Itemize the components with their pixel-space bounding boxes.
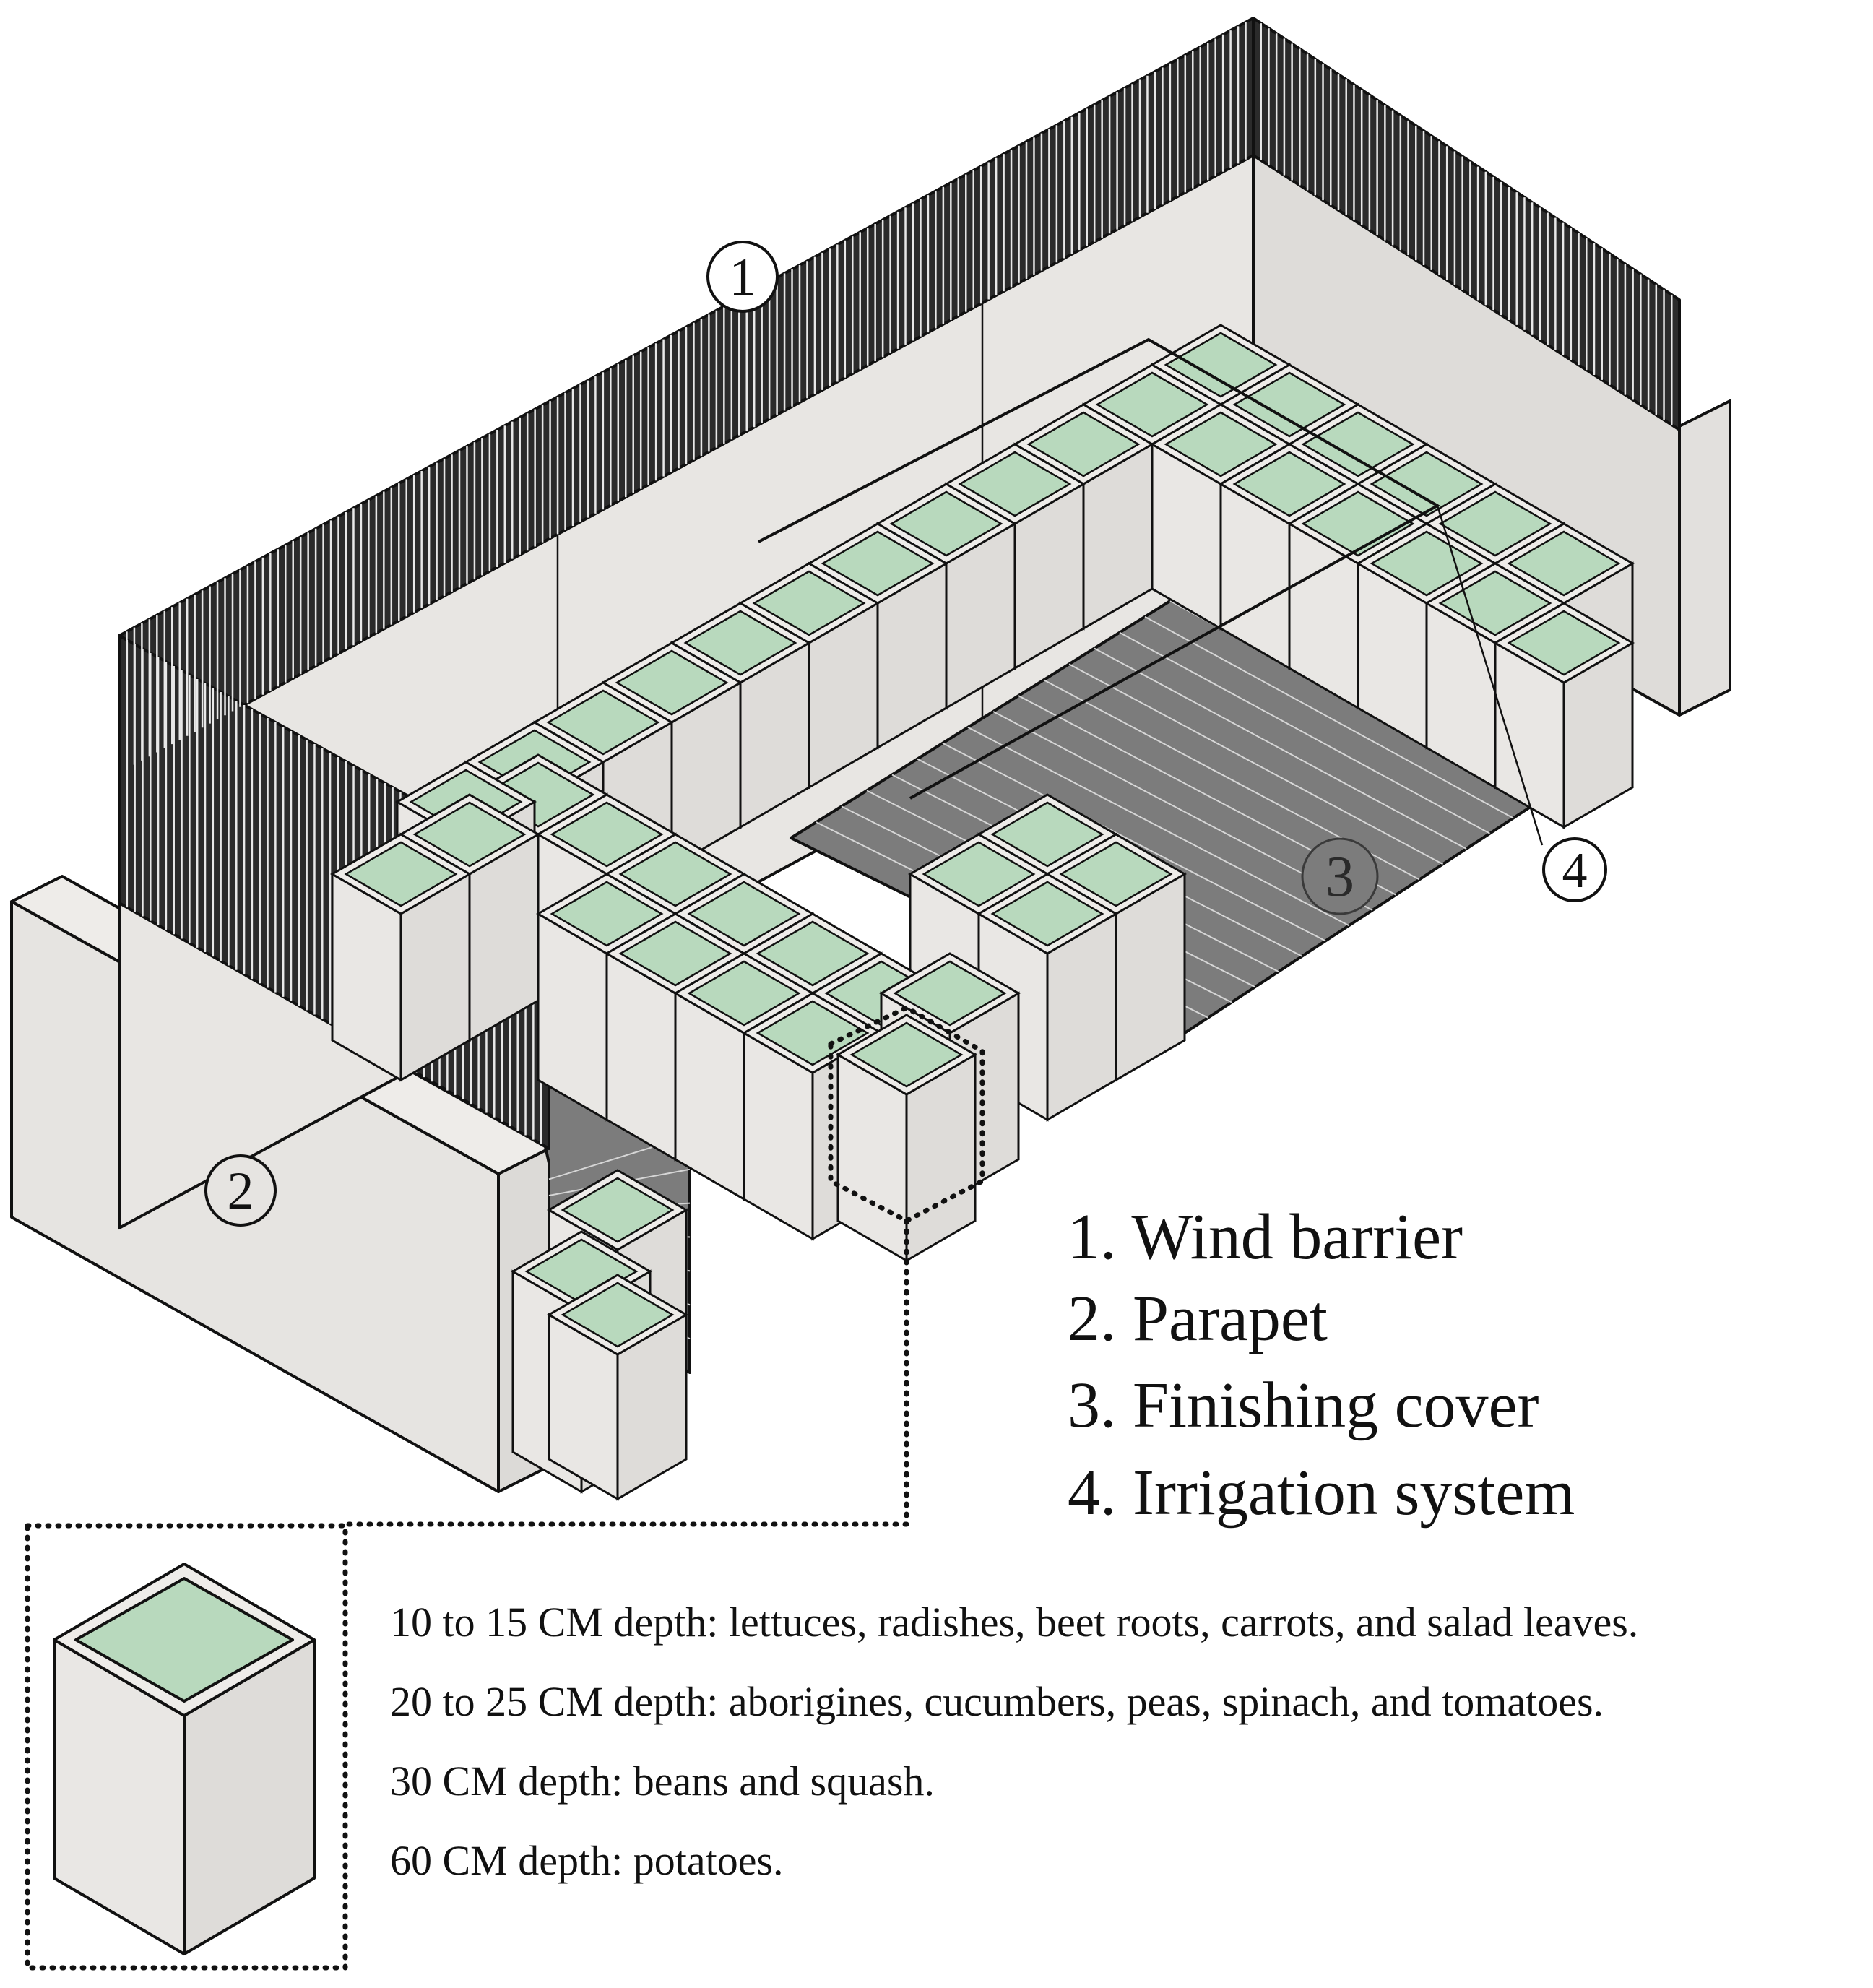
- planter-soil: [752, 570, 866, 636]
- planter-soil: [849, 1021, 964, 1088]
- planter-soil: [958, 451, 1072, 517]
- callout-finishing-cover: 3: [1301, 837, 1379, 915]
- planter-soil: [1026, 411, 1141, 477]
- planter-soil: [618, 920, 732, 987]
- planter-soil: [1370, 530, 1484, 597]
- planter-soil: [1059, 841, 1173, 907]
- planter-soil: [615, 649, 729, 716]
- floor-board-line: [967, 726, 1349, 927]
- planter-soil: [990, 801, 1104, 868]
- depth-guide: 10 to 15 CM depth: lettuces, radishes, b…: [390, 1599, 1638, 1884]
- floor-board-line: [1144, 615, 1514, 819]
- callout-irrigation-system-number: 4: [1562, 843, 1588, 899]
- callout-finishing-cover-number: 3: [1325, 845, 1354, 909]
- planter-soil: [344, 841, 458, 907]
- legend-item-3: 3. Finishing cover: [1068, 1370, 1539, 1441]
- detail-planter-soil: [74, 1577, 294, 1703]
- planter-soil: [546, 689, 660, 756]
- depth-guide-line-1: 10 to 15 CM depth: lettuces, radishes, b…: [390, 1599, 1638, 1646]
- callout-wind-barrier-number: 1: [730, 248, 756, 307]
- callout-wind-barrier: 1: [706, 241, 779, 313]
- floor-board-line: [1119, 631, 1490, 834]
- planter-box: [1493, 602, 1635, 829]
- callout-parapet-number: 2: [228, 1162, 254, 1221]
- planter-soil: [1301, 411, 1415, 477]
- planter-soil: [1232, 371, 1346, 438]
- detail-leader-line: [342, 1218, 909, 1527]
- planter-soil: [1370, 451, 1484, 517]
- callout-parapet: 2: [204, 1154, 277, 1227]
- planter-soil: [550, 801, 664, 868]
- planter-soil: [687, 881, 801, 947]
- wind-barrier-short: [1252, 17, 1681, 431]
- planter-soil: [990, 881, 1104, 947]
- planter-soil: [1164, 332, 1278, 398]
- planter-soil: [756, 920, 870, 987]
- planter-soil: [893, 960, 1007, 1027]
- floor-board-line: [1068, 663, 1443, 865]
- planter-box: [547, 1274, 688, 1501]
- legend: 1. Wind barrier 2. Parapet 3. Finishing …: [1068, 1201, 1575, 1529]
- planter-soil: [1164, 411, 1278, 477]
- detail-planter: [53, 1563, 316, 1955]
- planter-soil: [550, 881, 664, 947]
- planter-soil: [889, 490, 1003, 557]
- planter-soil: [821, 530, 935, 597]
- floor-board-line: [1094, 647, 1467, 850]
- irrigation-pipe-main: [758, 337, 1441, 800]
- detail-highlight-box: [828, 1005, 985, 1224]
- planter-box: [836, 1014, 977, 1263]
- floor-board-line: [942, 742, 1326, 942]
- legend-item-2: 2. Parapet: [1068, 1283, 1328, 1354]
- planter-soil: [683, 610, 797, 676]
- irrigation-system: [758, 337, 1544, 846]
- detail-connector: [25, 1005, 985, 1971]
- planter-soil: [412, 801, 527, 868]
- planter-soil: [687, 960, 801, 1027]
- planter-soil: [1507, 530, 1621, 597]
- callout-irrigation-system: 4: [1542, 837, 1607, 902]
- detail-frame: [25, 1523, 348, 1971]
- planter-box: [330, 833, 472, 1082]
- planter-soil: [1232, 451, 1346, 517]
- depth-guide-line-2: 20 to 25 CM depth: aborigines, cucumbers…: [390, 1678, 1604, 1725]
- planter-soil: [1507, 610, 1621, 676]
- planter-soil: [1095, 371, 1209, 438]
- planter-boxes: [330, 324, 1635, 1501]
- depth-guide-line-3: 30 CM depth: beans and squash.: [390, 1758, 935, 1805]
- planter-soil: [1301, 490, 1415, 557]
- planter-soil: [922, 841, 1036, 907]
- parapet-back-block: [1678, 399, 1731, 717]
- irrigation-pipe-leader: [1436, 505, 1544, 846]
- planter-soil: [618, 841, 732, 907]
- depth-guide-line-4: 60 CM depth: potatoes.: [390, 1837, 784, 1884]
- planter-soil: [1438, 570, 1552, 636]
- legend-item-1: 1. Wind barrier: [1068, 1201, 1463, 1273]
- planter-soil: [1438, 490, 1552, 557]
- planter-soil: [561, 1282, 675, 1348]
- planter-soil: [756, 1000, 870, 1066]
- legend-item-4: 4. Irrigation system: [1068, 1457, 1575, 1529]
- planter-soil: [561, 1177, 675, 1243]
